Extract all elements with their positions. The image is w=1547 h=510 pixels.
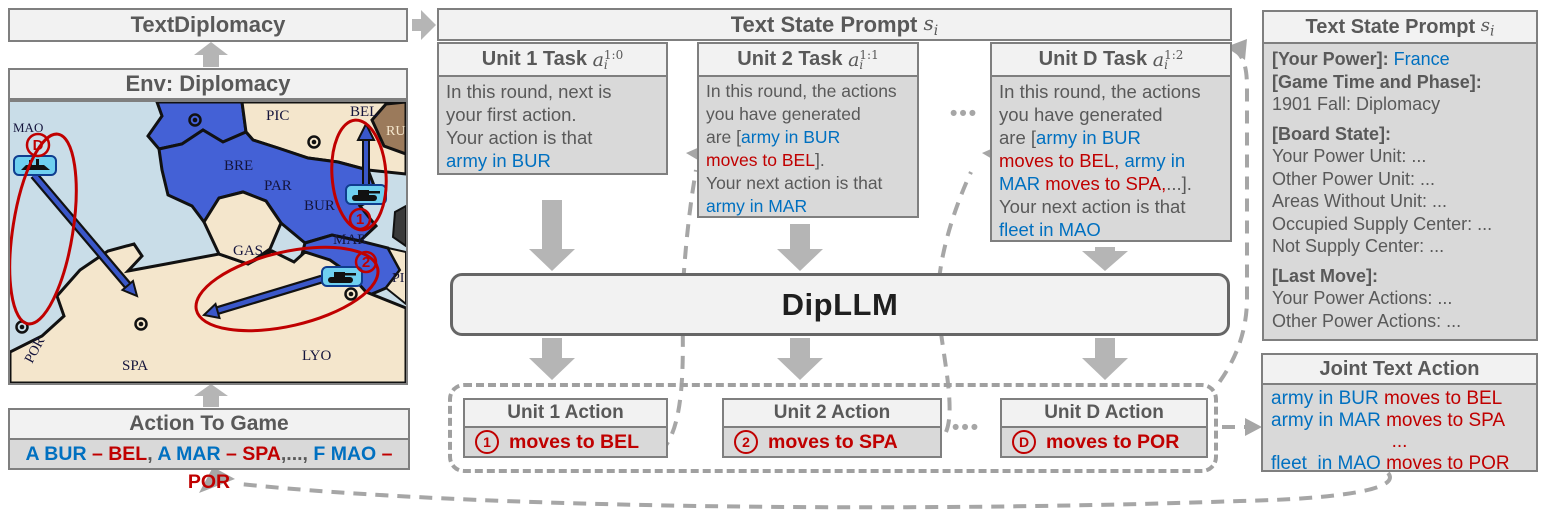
arrow-textdiplomacy-to-prompt xyxy=(412,10,436,40)
arrow-dipllm-to-actionD xyxy=(1082,338,1128,380)
actions-dashed-container xyxy=(448,383,1218,473)
joint-action-box: Joint Text Action army in BUR moves to B… xyxy=(1261,353,1538,474)
map-marker-2: 2 xyxy=(354,250,378,274)
dipllm-label: DipLLM xyxy=(781,286,899,322)
unitD-action-header: Unit D Action xyxy=(1002,400,1206,428)
unitD-action-row: D moves to POR xyxy=(1002,428,1206,456)
unit1-task-title: Unit 1 Task xyxy=(481,48,587,70)
arrow-dipllm-to-action2 xyxy=(777,338,823,380)
unit2-action-box: Unit 2 Action 2 moves to SPA xyxy=(722,398,942,458)
map-label-pic: PIC xyxy=(266,108,289,124)
map-label-bre: BRE xyxy=(224,158,253,174)
unit1-action-text: moves to BEL xyxy=(509,430,640,453)
tank-icon-bur xyxy=(345,184,387,205)
env-title: Env: Diplomacy xyxy=(125,71,291,96)
dipllm-box: DipLLM xyxy=(450,273,1230,336)
tank-icon-mar xyxy=(321,266,363,287)
unit1-action-title: Unit 1 Action xyxy=(507,402,624,423)
arrow-taskD-to-dipllm xyxy=(1082,247,1128,271)
action-to-game-content: A BUR – BEL, A MAR – SPA,..., F MAO – PO… xyxy=(25,443,398,493)
unit2-action-header: Unit 2 Action xyxy=(724,400,940,428)
region-pie-land xyxy=(384,246,407,307)
unit2-action-title: Unit 2 Action xyxy=(773,402,891,423)
state-prompt-detail-header: Text State Prompt si xyxy=(1264,12,1536,44)
state-prompt-header-mid: Text State Prompt si xyxy=(437,8,1232,41)
unitD-action-text: moves to POR xyxy=(1046,430,1180,453)
map-marker-1: 1 xyxy=(348,207,372,231)
unit1-badge: 1 xyxy=(475,430,499,454)
map-label-spa: SPA xyxy=(122,358,148,374)
diplomacy-map: MAO BRE PAR BUR GAS MAR SPA POR LYO PIC … xyxy=(8,100,408,385)
map-label-bel: BEL xyxy=(350,104,378,120)
env-header: Env: Diplomacy xyxy=(8,68,408,100)
move-arrow-bur-bel xyxy=(356,121,376,187)
fleet-icon-mao xyxy=(13,155,57,176)
map-label-mao: MAO xyxy=(13,120,43,135)
arrow-actiontogame-to-map xyxy=(194,384,228,407)
action-to-game-header: Action To Game xyxy=(10,410,408,440)
map-label-mar: MAR xyxy=(333,232,367,248)
arrow-env-to-textdiplomacy xyxy=(194,42,228,67)
unit2-action-row: 2 moves to SPA xyxy=(724,428,940,456)
unit1-action-header: Unit 1 Action xyxy=(465,400,666,428)
dashed-actions-to-stateprompt xyxy=(1216,47,1249,386)
map-label-gas: GAS xyxy=(233,243,263,259)
state-prompt-title: Text State Prompt xyxy=(730,11,918,37)
dashed-joint-to-actiontogame xyxy=(239,471,1392,510)
joint-action-title: Joint Text Action xyxy=(1319,357,1480,380)
joint-action-header: Joint Text Action xyxy=(1263,355,1536,385)
map-svg: MAO BRE PAR BUR GAS MAR SPA POR LYO PIC … xyxy=(8,100,408,385)
map-label-lyo: LYO xyxy=(302,348,331,364)
state-prompt-detail-text: [Your Power]: France[Game Time and Phase… xyxy=(1272,49,1493,331)
arrow-dipllm-to-action1 xyxy=(529,338,575,380)
unit1-action-box: Unit 1 Action 1 moves to BEL xyxy=(463,398,668,458)
unit2-task-title: Unit 2 Task xyxy=(737,48,843,70)
map-label-ru: RU xyxy=(386,124,405,139)
action-ellipsis: ••• xyxy=(952,416,981,439)
textdiplomacy-box: TextDiplomacy xyxy=(8,8,408,42)
dashed-action1-to-task2 xyxy=(658,169,698,454)
dashed-arrowhead-stateprompt xyxy=(1226,39,1247,60)
unitD-badge: D xyxy=(1012,430,1036,454)
move-arrow-mar-spa xyxy=(201,274,324,320)
state-prompt-detail-box: Text State Prompt si [Your Power]: Franc… xyxy=(1262,10,1538,341)
unit2-action-text: moves to SPA xyxy=(768,430,898,453)
task-ellipsis: ••• xyxy=(950,102,979,125)
map-label-par: PAR xyxy=(264,178,292,194)
arrow-task1-to-dipllm xyxy=(529,200,575,271)
unitD-action-box: Unit D Action D moves to POR xyxy=(1000,398,1208,458)
annotation-ellipse-2 xyxy=(194,245,380,333)
dashed-arrowhead-joint xyxy=(1245,418,1262,436)
unit1-action-row: 1 moves to BEL xyxy=(465,428,666,456)
unit2-badge: 2 xyxy=(734,430,758,454)
action-to-game-box: Action To Game A BUR – BEL, A MAR – SPA,… xyxy=(8,408,410,493)
unitD-task-title: Unit D Task xyxy=(1038,48,1148,70)
map-marker-d: D xyxy=(25,132,51,158)
svg-text:1: 1 xyxy=(356,211,364,228)
unitD-action-title: Unit D Action xyxy=(1044,402,1164,423)
textdiplomacy-label: TextDiplomacy xyxy=(130,12,286,37)
map-label-bur: BUR xyxy=(304,198,335,214)
dashed-arrowhead-actiontogame xyxy=(199,467,235,493)
svg-text:D: D xyxy=(33,137,44,154)
state-prompt-detail-title: Text State Prompt xyxy=(1305,15,1476,38)
arrow-task2-to-dipllm xyxy=(777,224,823,271)
annotation-ellipse-d xyxy=(8,132,78,326)
move-arrow-mao-por xyxy=(30,172,139,298)
action-to-game-title: Action To Game xyxy=(129,412,289,435)
map-label-pi: PI xyxy=(392,271,405,286)
svg-text:2: 2 xyxy=(362,254,370,271)
supply-center-dots xyxy=(19,117,354,330)
